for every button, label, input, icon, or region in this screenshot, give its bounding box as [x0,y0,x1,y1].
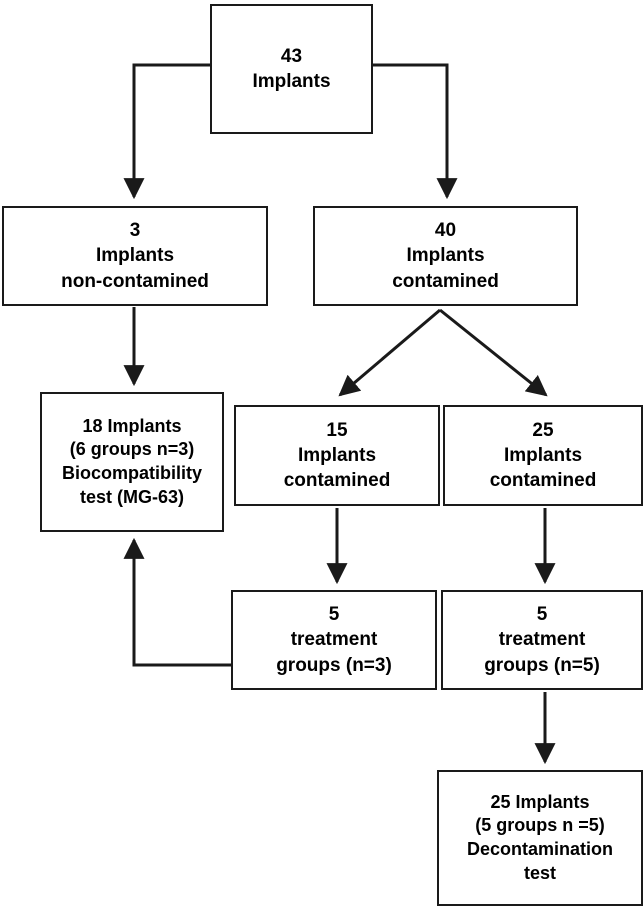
node-5-treatment-groups-n3[interactable]: 5 treatment groups (n=3) [231,590,437,690]
node-5-treatment-groups-n5[interactable]: 5 treatment groups (n=5) [441,590,643,690]
node-line: (5 groups n =5) [475,815,605,836]
node-line: 18 Implants [82,415,182,436]
node-line: Implants [503,444,583,466]
node-line: treatment [290,629,378,651]
node-line: contamined [392,270,499,292]
edge-contam40-to-15 [338,308,441,397]
node-line: groups (n=3) [276,654,392,676]
node-line: Implants [406,245,485,267]
node-line: Implants [252,71,331,92]
node-40-implants-contamined[interactable]: 40 Implants contamined [313,206,578,306]
node-15-implants-contamined[interactable]: 15 Implants contamined [234,405,440,506]
node-line: 25 Implants [490,791,590,812]
node-line: test (MG-63) [79,486,184,507]
node-line: Decontamination [466,839,613,859]
node-line: Implants [297,444,377,466]
node-line: contamined [489,470,597,492]
edge-root-to-clean [123,63,210,200]
node-line: (6 groups n=3) [69,439,195,460]
node-line: test [523,862,556,883]
node-line: 5 [328,604,340,626]
node-line: Biocompatibility [61,463,202,483]
node-line: non-contamined [61,270,209,292]
node-line: contamined [283,470,391,492]
node-line: 25 [532,419,554,441]
node-3-implants-non-contamined[interactable]: 3 Implants non-contamined [2,206,268,306]
edge-contam40-to-25 [439,308,548,397]
edge-treat3-to-biocomp [123,537,231,667]
node-25-implants-contamined[interactable]: 25 Implants contamined [443,405,643,506]
node-line: 40 [434,220,457,242]
node-line: Implants [95,245,175,267]
node-line: 3 [129,220,141,242]
node-line: 5 [536,604,548,626]
node-18-implants-biocompatibility[interactable]: 18 Implants (6 groups n=3) Biocompatibil… [40,392,224,532]
node-25-implants-decontamination[interactable]: 25 Implants (5 groups n =5) Decontaminat… [437,770,643,906]
node-line: groups (n=5) [484,654,600,676]
node-line: treatment [498,629,586,651]
edge-root-to-contaminated [373,63,458,200]
node-line: 15 [326,419,348,441]
node-43-implants[interactable]: 43 Implants [210,4,373,134]
node-line: 43 [280,45,303,67]
